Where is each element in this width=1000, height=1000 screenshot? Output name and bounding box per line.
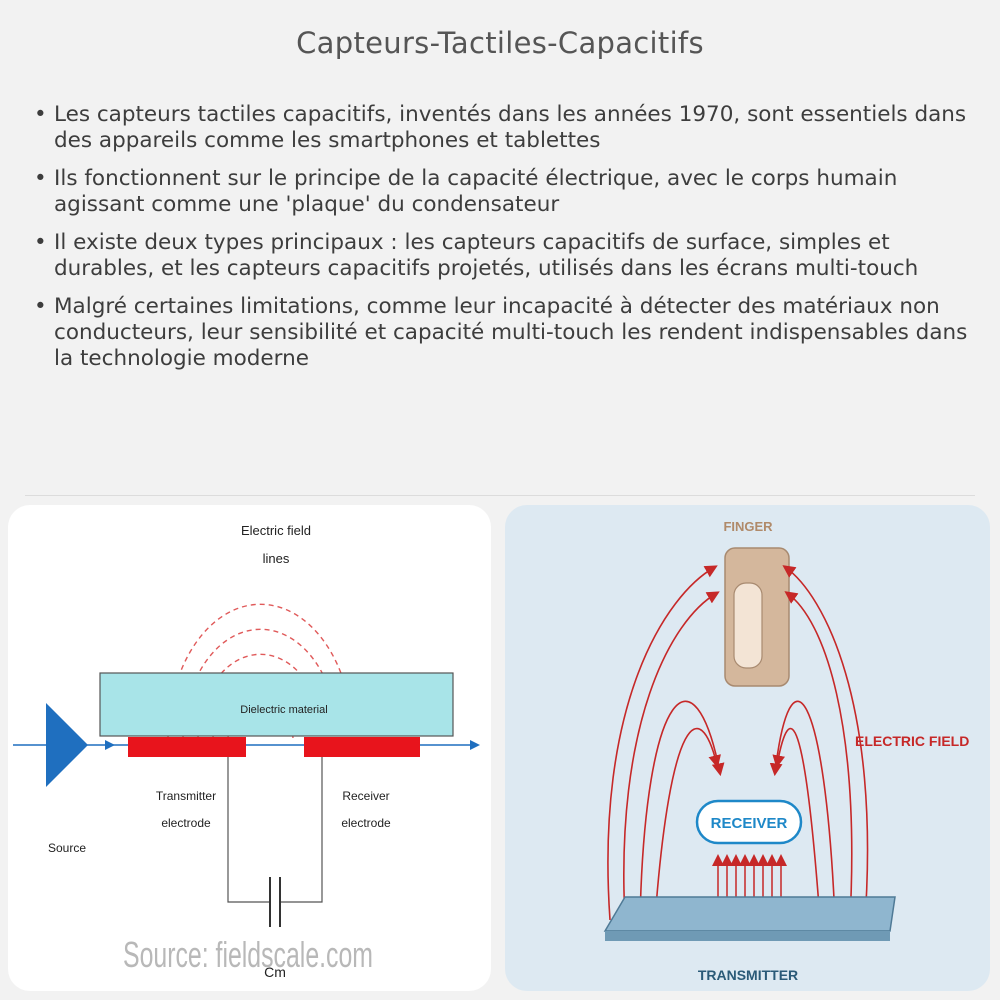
receiver-box bbox=[695, 799, 803, 845]
dielectric-label: Dielectric material bbox=[240, 704, 327, 716]
receiver-label: RECEIVER bbox=[711, 815, 788, 832]
divider bbox=[25, 495, 975, 496]
transmitter-label: TRANSMITTER bbox=[698, 967, 798, 983]
receiver-wire bbox=[280, 757, 323, 903]
bullet-item: Les capteurs tactiles capacitifs, invent… bbox=[34, 102, 984, 154]
capacitor-label: Cm bbox=[264, 964, 286, 980]
bullet-list: Les capteurs tactiles capacitifs, invent… bbox=[34, 102, 984, 384]
transmitter-label-line2: electrode bbox=[161, 816, 211, 830]
finger-diagram-svg: RECEIVER FINGER ELECTRIC FIELD TRANSMITT… bbox=[603, 519, 969, 983]
field-label-line2: lines bbox=[263, 551, 290, 566]
source-icon bbox=[46, 703, 88, 787]
electric-field-label: ELECTRIC FIELD bbox=[855, 733, 969, 749]
transmitter-label-line1: Transmitter bbox=[156, 789, 216, 803]
bullet-item: Malgré certaines limitations, comme leur… bbox=[34, 294, 984, 372]
field-arrows-left bbox=[607, 565, 725, 921]
transmitter-plate bbox=[603, 896, 896, 932]
sensor-diagram-svg: Dielectric material Electric field lines… bbox=[13, 523, 480, 980]
transmitter-wire bbox=[227, 757, 270, 903]
source-label: Source bbox=[48, 841, 86, 855]
field-label-line1: Electric field bbox=[241, 523, 311, 538]
bullet-item: Il existe deux types principaux : les ca… bbox=[34, 230, 984, 282]
receiver-label-line2: electrode bbox=[341, 816, 391, 830]
receiver-label-line1: Receiver bbox=[342, 789, 389, 803]
dielectric-slab bbox=[99, 672, 454, 737]
finger-field-diagram: RECEIVER FINGER ELECTRIC FIELD TRANSMITT… bbox=[505, 505, 990, 991]
page-title: Capteurs-Tactiles-Capacitifs bbox=[296, 26, 704, 60]
field-arrows-right bbox=[769, 565, 869, 921]
bullet-item: Ils fonctionnent sur le principe de la c… bbox=[34, 166, 984, 218]
signal-arrow-mid bbox=[105, 740, 115, 750]
capacitive-sensor-diagram: Dielectric material Electric field lines… bbox=[8, 505, 491, 991]
receiver-electrode bbox=[304, 737, 420, 757]
fingernail bbox=[733, 582, 763, 669]
transmitter-plate-edge bbox=[605, 931, 890, 941]
signal-arrow-right bbox=[470, 740, 480, 750]
watermark: Source: fieldscale.com bbox=[123, 934, 373, 975]
finger-label: FINGER bbox=[723, 519, 773, 534]
transmitter-electrode bbox=[128, 737, 246, 757]
